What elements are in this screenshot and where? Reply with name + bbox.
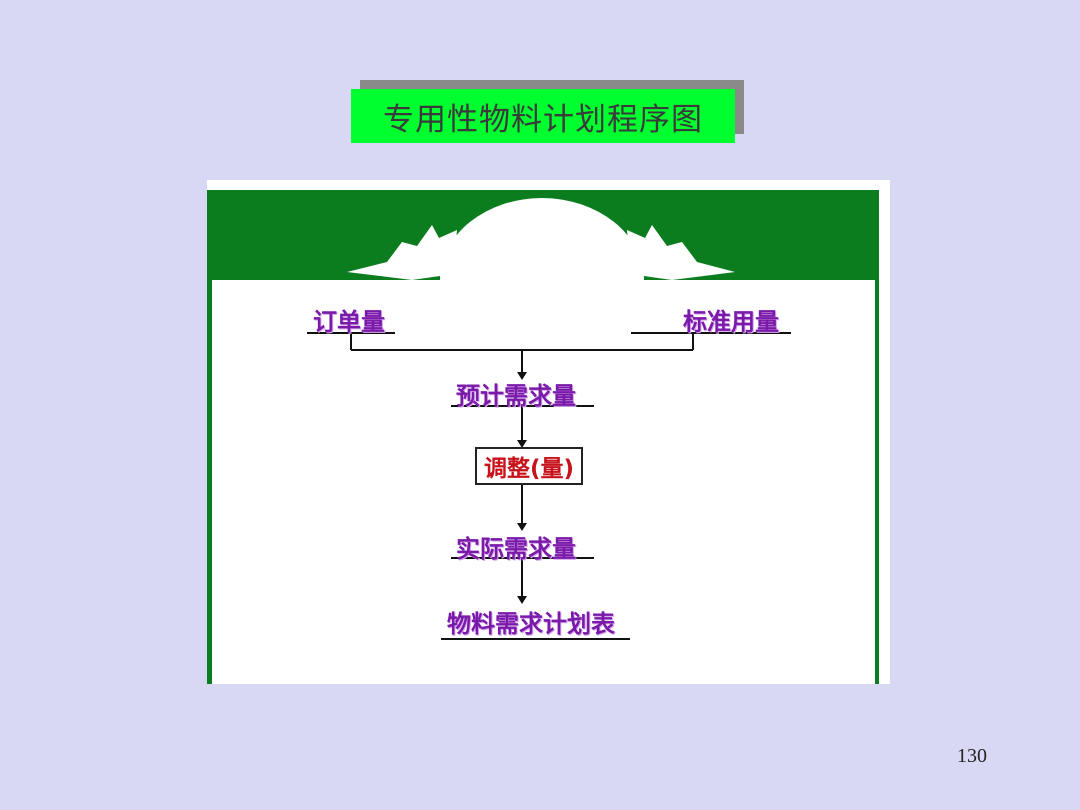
left-frame-line <box>207 190 212 684</box>
node-adjust: 调整(量) <box>475 447 583 485</box>
arrowhead-actual <box>517 523 527 531</box>
node-forecast-demand: 预计需求量 <box>456 382 576 410</box>
arrowhead-adjust <box>517 440 527 448</box>
slide-title: 专用性物料计划程序图 <box>351 89 735 143</box>
banner-base <box>212 280 875 286</box>
arrowhead-plan <box>517 596 527 604</box>
diagram-canvas <box>207 190 879 684</box>
left-leaf <box>347 225 469 280</box>
node-order-qty: 订单量 <box>313 308 385 336</box>
node-standard-usage: 标准用量 <box>683 308 779 336</box>
node-material-plan: 物料需求计划表 <box>447 610 615 638</box>
diagram-panel: 订单量 标准用量 预计需求量 调整(量) 实际需求量 物料需求计划表 <box>207 180 890 684</box>
page-number: 130 <box>957 745 987 767</box>
right-frame-line <box>875 190 879 684</box>
node-actual-demand: 实际需求量 <box>456 535 576 563</box>
right-leaf <box>615 225 735 280</box>
arrowhead-forecast <box>517 372 527 380</box>
